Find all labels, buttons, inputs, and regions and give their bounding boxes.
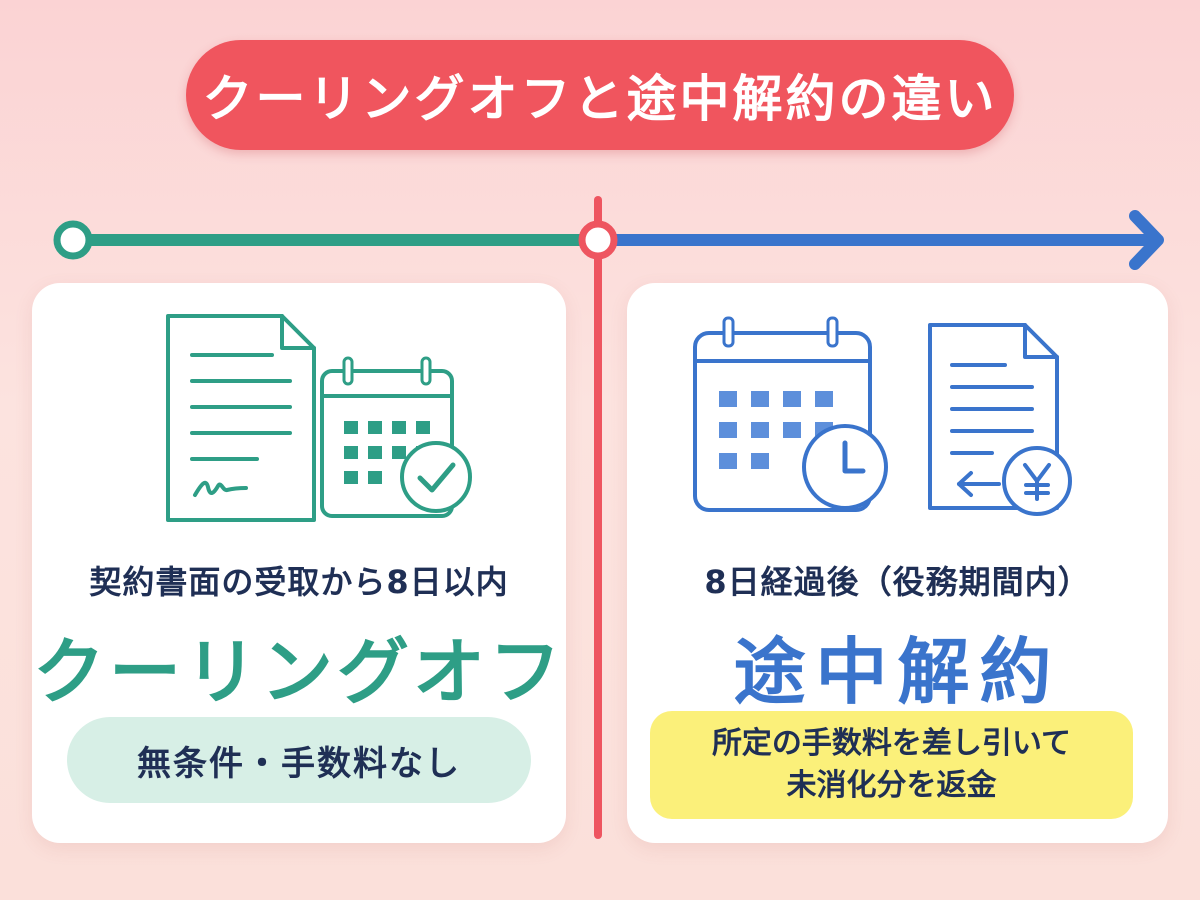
mid-term-cancel-badge-line1: 所定の手数料を差し引いて (711, 726, 1072, 761)
timeline-start-node (53, 220, 93, 260)
cooling-off-badge: 無条件・手数料なし (67, 717, 531, 803)
contract-document-icon (166, 314, 316, 522)
calendar-clock-icon (693, 316, 888, 512)
cooling-off-card: 契約書面の受取から8日以内 クーリングオフ 無条件・手数料なし (32, 283, 566, 843)
cooling-off-condition: 契約書面の受取から8日以内 (89, 563, 509, 601)
calendar-check-icon (320, 356, 472, 518)
cooling-off-label: クーリングオフ (32, 630, 565, 714)
timeline-mid-node (578, 220, 618, 260)
mid-term-cancel-label: 途中解約 (733, 630, 1062, 714)
page-title: クーリングオフと途中解約の違い (186, 40, 1014, 150)
mid-term-cancel-condition: 8日経過後（役務期間内） (704, 563, 1091, 601)
mid-term-cancel-card: 8日経過後（役務期間内） 途中解約 所定の手数料を差し引いて 未消化分を返金 (627, 283, 1168, 843)
document-yen-refund-icon (928, 323, 1072, 516)
arrow-head-icon (1129, 210, 1164, 270)
mid-term-cancel-badge-line2: 未消化分を返金 (786, 768, 997, 803)
mid-term-cancel-badge: 所定の手数料を差し引いて 未消化分を返金 (650, 711, 1133, 819)
cooling-off-badge-text: 無条件・手数料なし (137, 743, 461, 784)
